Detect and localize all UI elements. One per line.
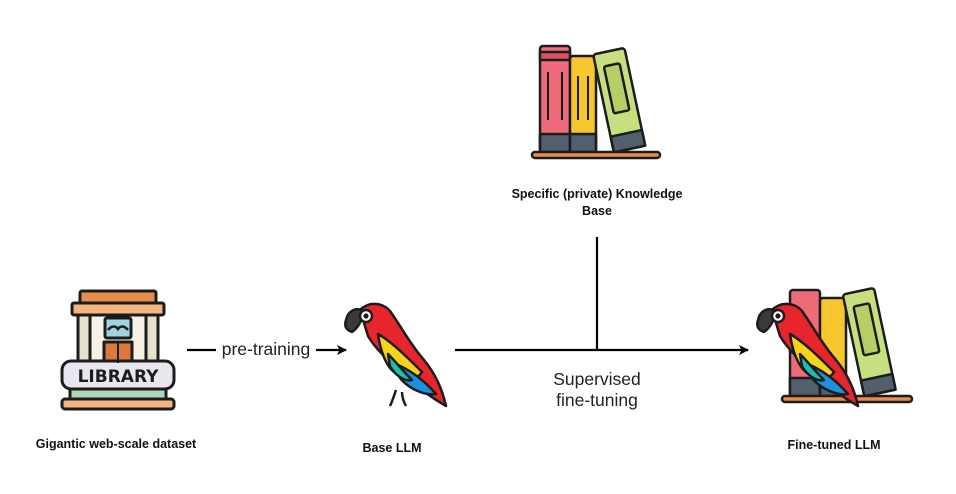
finetuning-label-line1: Supervised — [553, 369, 641, 389]
knowledge-label-line2: Base — [582, 204, 612, 218]
finetuning-label-line2: fine-tuning — [556, 390, 638, 410]
base-llm-label: Base LLM — [362, 441, 422, 455]
library-icon: LIBRARY — [60, 289, 176, 411]
pretraining-label: pre-training — [221, 339, 311, 359]
finetuned-llm-label: Fine-tuned LLM — [787, 438, 881, 452]
knowledge-base-label: Specific (private) Knowledge Base — [470, 186, 724, 220]
library-sign-text: LIBRARY — [78, 367, 160, 387]
knowledge-label-line1: Specific (private) Knowledge — [511, 187, 683, 201]
finetuning-label: Supervised fine-tuning — [520, 369, 674, 411]
books-icon — [530, 44, 662, 160]
parrot-icon — [344, 302, 448, 408]
dataset-label: Gigantic web-scale dataset — [35, 437, 197, 451]
parrot-with-books-icon — [756, 287, 914, 408]
